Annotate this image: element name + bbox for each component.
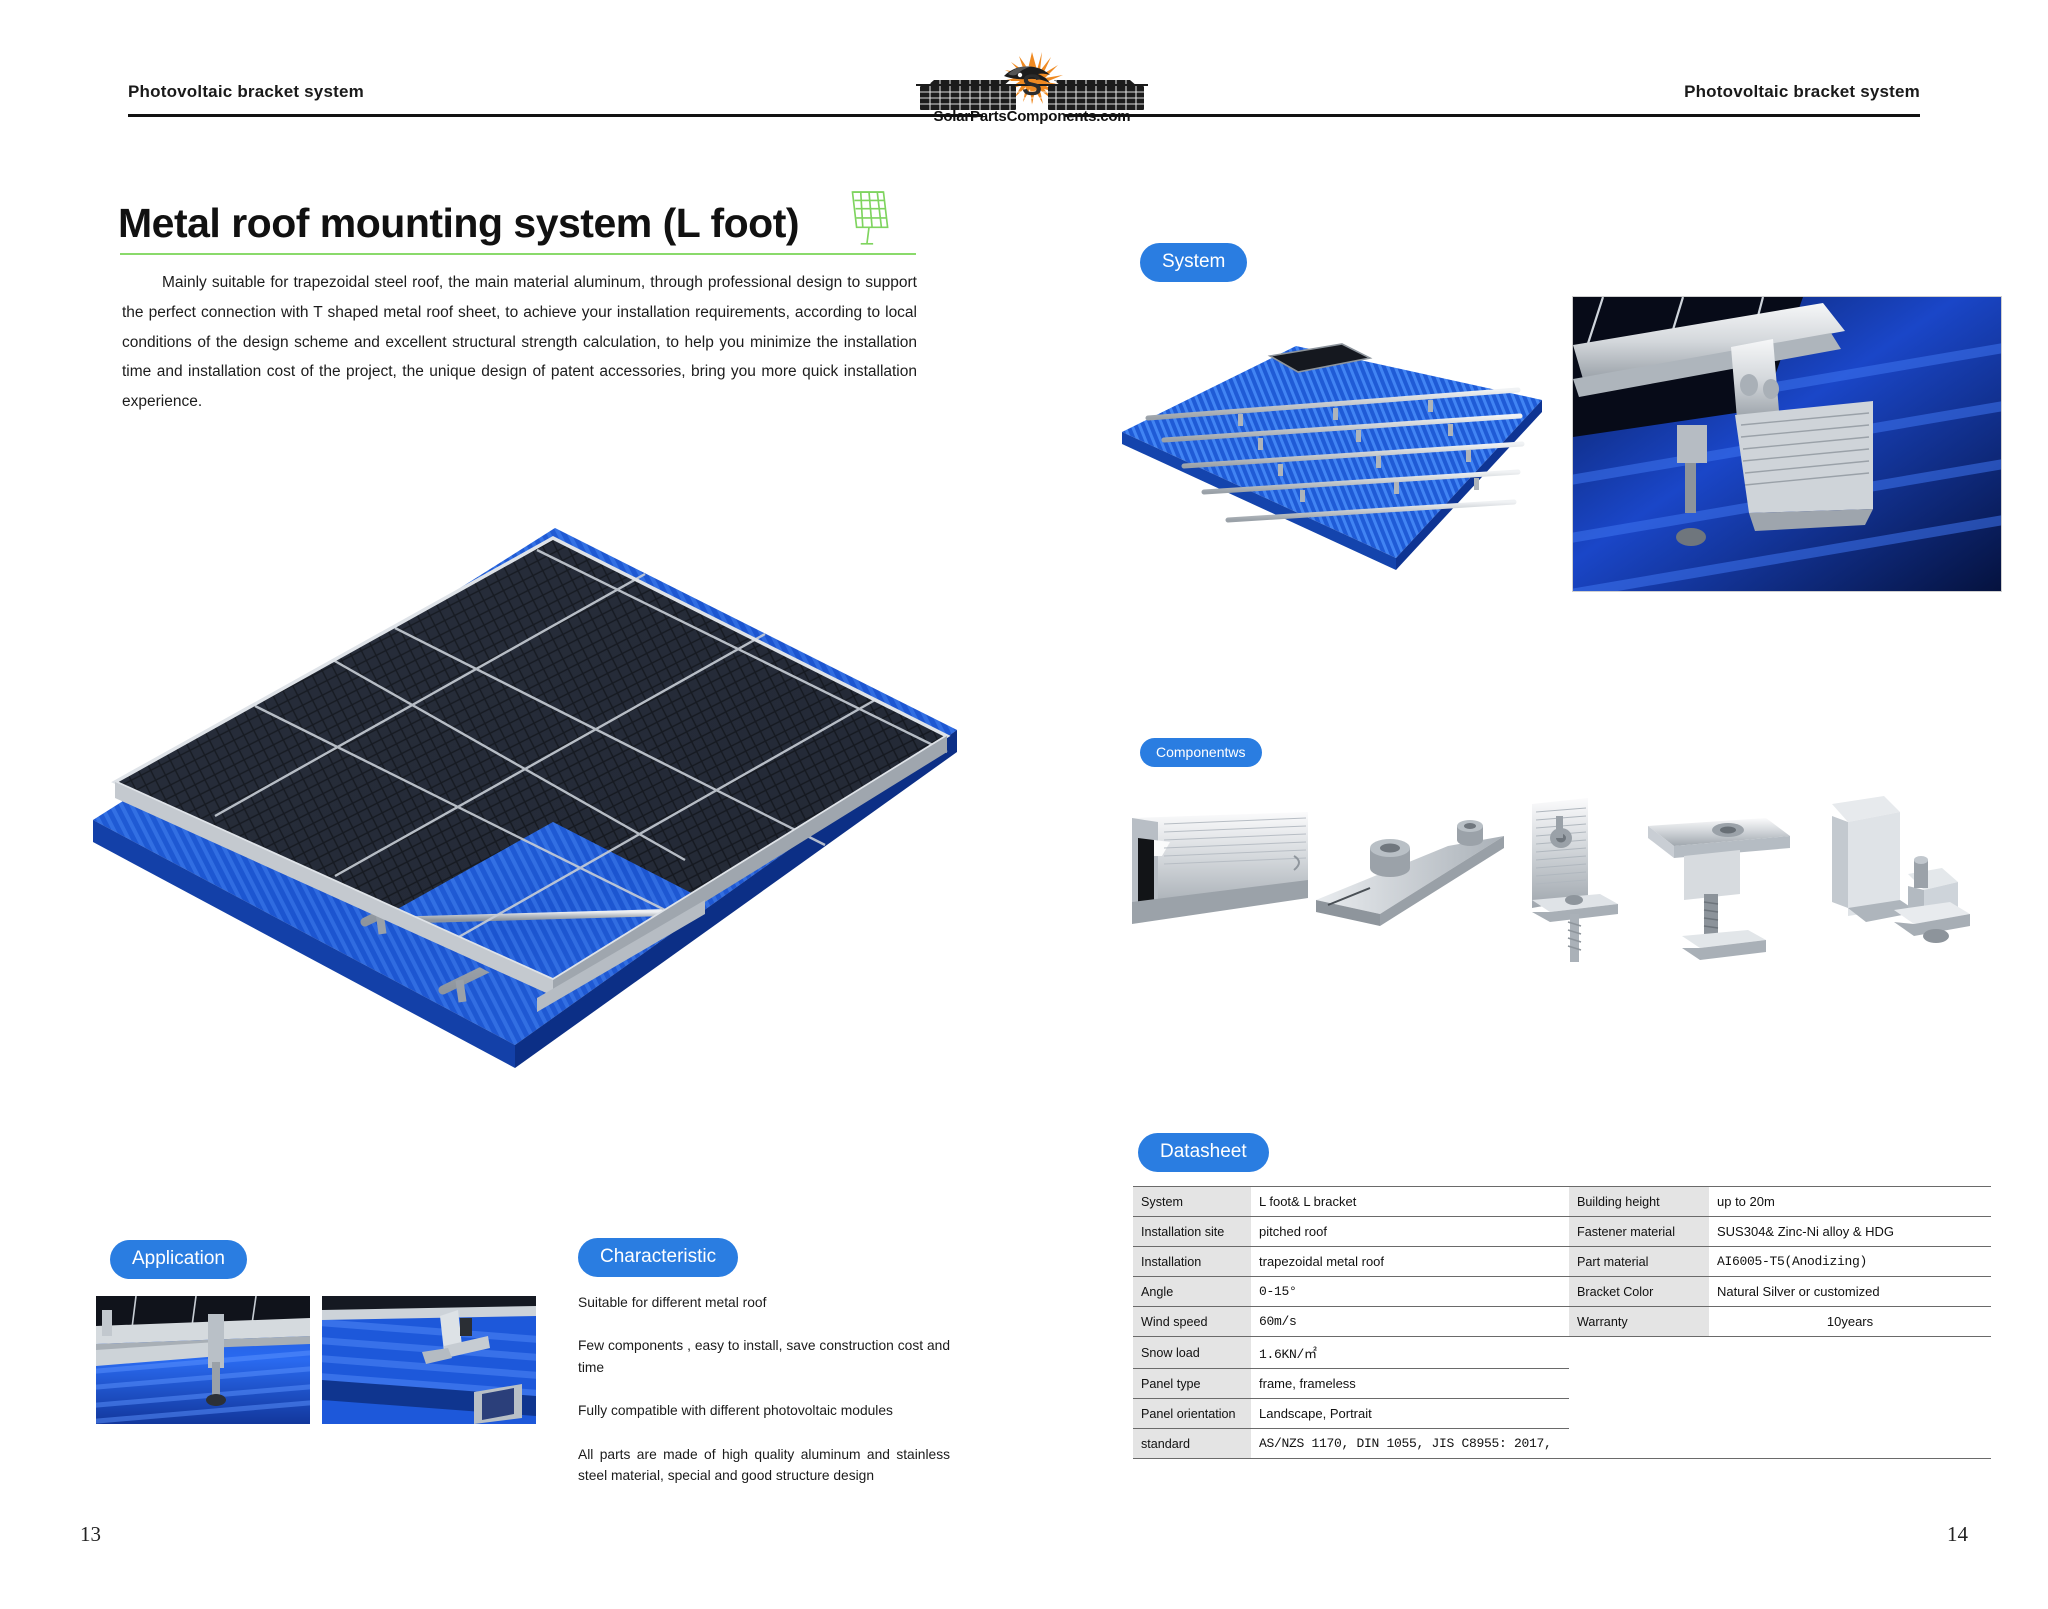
title-underline [120,253,916,255]
ds-key: Installation [1133,1246,1251,1277]
table-row: Installation trapezoidal metal roof Part… [1133,1246,1991,1277]
intro-paragraph: Mainly suitable for trapezoidal steel ro… [122,274,917,410]
ds-val: 10years [1709,1306,1991,1337]
ds-key: Wind speed [1133,1306,1251,1337]
ds-val: AS/NZS 1170, DIN 1055, JIS C8955: 2017, [1251,1428,1569,1459]
ds-val: 0-15° [1251,1276,1569,1307]
ds-val: L foot& L bracket [1251,1186,1569,1217]
badge-characteristic: Characteristic [578,1238,739,1277]
table-row: Wind speed 60m/s Warranty 10years [1133,1306,1991,1337]
application-photo-2 [322,1296,536,1424]
ds-empty [1709,1398,1991,1429]
ds-val: AI6005-T5(Anodizing) [1709,1246,1991,1277]
datasheet-table: System L foot& L bracket Building height… [1133,1186,1991,1459]
header-title-left: Photovoltaic bracket system [128,82,364,101]
components-row [1118,790,2008,970]
header-rule-right [1065,114,1920,117]
characteristic-list: Suitable for different metal roof Few co… [578,1292,950,1486]
component-l-foot [1532,798,1618,962]
ds-val: Landscape, Portrait [1251,1398,1569,1429]
ds-empty [1569,1336,1709,1369]
ds-key: Bracket Color [1569,1276,1709,1307]
table-row: Angle 0-15° Bracket Color Natural Silver… [1133,1276,1991,1307]
characteristic-item: All parts are made of high quality alumi… [578,1446,950,1483]
ds-key: Installation site [1133,1216,1251,1247]
ds-val: Natural Silver or customized [1709,1276,1991,1307]
ds-empty [1709,1336,1991,1369]
badge-system: System [1140,243,1248,282]
badge-datasheet: Datasheet [1138,1133,1269,1172]
table-row: Panel type frame, frameless [1133,1368,1991,1399]
application-photo-1 [96,1296,310,1424]
system-roof-render [1118,320,1558,600]
component-end-clamp [1648,818,1790,960]
ds-key: Warranty [1569,1306,1709,1337]
ds-empty [1569,1428,1709,1459]
component-l-bracket [1832,796,1970,943]
ds-key: Part material [1569,1246,1709,1277]
table-row: Snow load 1.6KN/㎡ [1133,1336,1991,1369]
component-rail-profile [1132,812,1308,924]
ds-val: pitched roof [1251,1216,1569,1247]
ds-key: Panel orientation [1133,1398,1251,1429]
header-title-right: Photovoltaic bracket system [1684,82,1920,101]
ds-empty [1709,1428,1991,1459]
characteristic-item: Suitable for different metal roof [578,1295,767,1310]
table-row: Panel orientation Landscape, Portrait [1133,1398,1991,1429]
ds-key: standard [1133,1428,1251,1459]
ds-val: 60m/s [1251,1306,1569,1337]
component-mid-clamp [1316,820,1504,926]
ds-key: System [1133,1186,1251,1217]
ds-key: Angle [1133,1276,1251,1307]
ds-key: Building height [1569,1186,1709,1217]
system-detail-photo [1572,296,2002,592]
solar-panel-icon [851,191,889,245]
ds-key: Snow load [1133,1336,1251,1369]
page-number-left: 13 [80,1522,101,1546]
ds-empty [1569,1398,1709,1429]
ds-key: Panel type [1133,1368,1251,1399]
ds-val: 1.6KN/㎡ [1251,1336,1569,1369]
badge-application: Application [110,1240,247,1279]
ds-empty [1709,1368,1991,1399]
logo-wordmark: SolarPartsComponents.com [933,108,1131,125]
table-row: System L foot& L bracket Building height… [1133,1186,1991,1217]
badge-components: Componentws [1140,738,1262,767]
logo-letter: S [1022,69,1042,102]
company-logo: S SolarPartsComponents.com [916,48,1148,132]
ds-val: SUS304& Zinc-Ni alloy & HDG [1709,1216,1991,1247]
table-row: standard AS/NZS 1170, DIN 1055, JIS C895… [1133,1428,1991,1459]
logo-eagle-sun-icon: S [916,52,1148,110]
ds-val: trapezoidal metal roof [1251,1246,1569,1277]
page-title: Metal roof mounting system (L foot) [118,200,800,246]
header-rule-left [128,114,983,117]
ds-val: up to 20m [1709,1186,1991,1217]
page-number-right: 14 [1947,1522,1968,1546]
ds-empty [1569,1368,1709,1399]
characteristic-item: Fully compatible with different photovol… [578,1403,893,1419]
table-row: Installation site pitched roof Fastener … [1133,1216,1991,1247]
characteristic-item: Few components , easy to install, save c… [578,1338,950,1375]
hero-product-render [85,520,965,1070]
ds-key: Fastener material [1569,1216,1709,1247]
ds-val: frame, frameless [1251,1368,1569,1399]
